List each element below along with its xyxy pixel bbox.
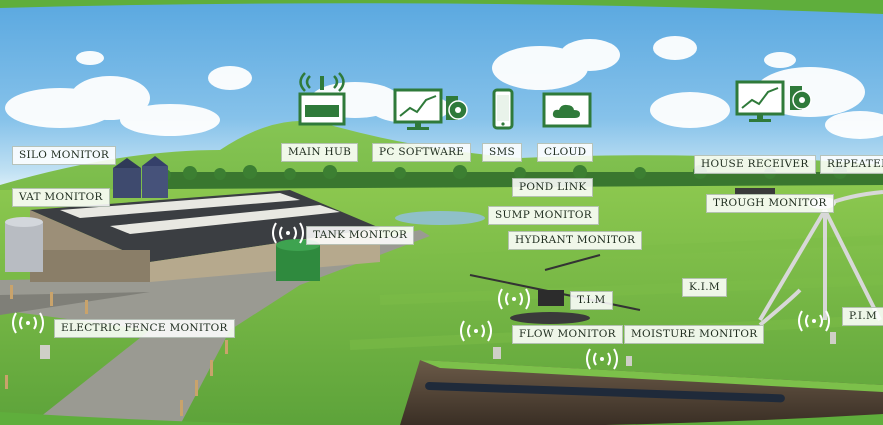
- label-kim: K.I.M: [682, 278, 727, 297]
- label-sump-monitor: SUMP MONITOR: [488, 206, 600, 225]
- label-silo-monitor: SILO MONITOR: [12, 146, 117, 165]
- clouds: [5, 36, 883, 139]
- label-moisture-monitor: MOISTURE MONITOR: [624, 325, 765, 344]
- label-pc-software: PC SOFTWARE: [372, 143, 472, 162]
- label-flow-monitor: FLOW MONITOR: [512, 325, 623, 344]
- signal-waves-icon: [456, 318, 496, 344]
- label-sms: SMS: [482, 143, 523, 162]
- label-hydrant-monitor: HYDRANT MONITOR: [508, 231, 643, 250]
- label-vat-monitor: VAT MONITOR: [12, 188, 110, 207]
- monitor-chart-icon: [393, 88, 443, 132]
- label-pim: P.I.M: [842, 307, 883, 326]
- label-house-receiver: HOUSE RECEIVER: [694, 155, 816, 174]
- signal-waves-icon: [494, 286, 534, 312]
- label-tank-monitor: TANK MONITOR: [306, 226, 415, 245]
- label-cloud: CLOUD: [537, 143, 594, 162]
- monitor-chart-icon-house: [735, 80, 785, 124]
- mobile-phone-icon: [492, 88, 514, 130]
- label-repeater: REPEATER: [820, 155, 883, 174]
- signal-waves-icon: [794, 308, 834, 334]
- label-main-hub: MAIN HUB: [281, 143, 359, 162]
- label-pond-link: POND LINK: [512, 178, 594, 197]
- signal-waves-icon: [268, 220, 308, 246]
- label-tim: T.I.M: [570, 291, 613, 310]
- label-electric-fence-monitor: ELECTRIC FENCE MONITOR: [54, 319, 235, 338]
- label-trough-monitor: TROUGH MONITOR: [706, 194, 834, 213]
- wifi-router-icon: [296, 72, 348, 130]
- cd-disc-icon-house: [790, 86, 812, 112]
- cloud-screen-icon: [542, 92, 592, 128]
- cd-disc-icon: [446, 96, 468, 122]
- signal-waves-icon: [582, 346, 622, 372]
- signal-waves-icon: [8, 310, 48, 336]
